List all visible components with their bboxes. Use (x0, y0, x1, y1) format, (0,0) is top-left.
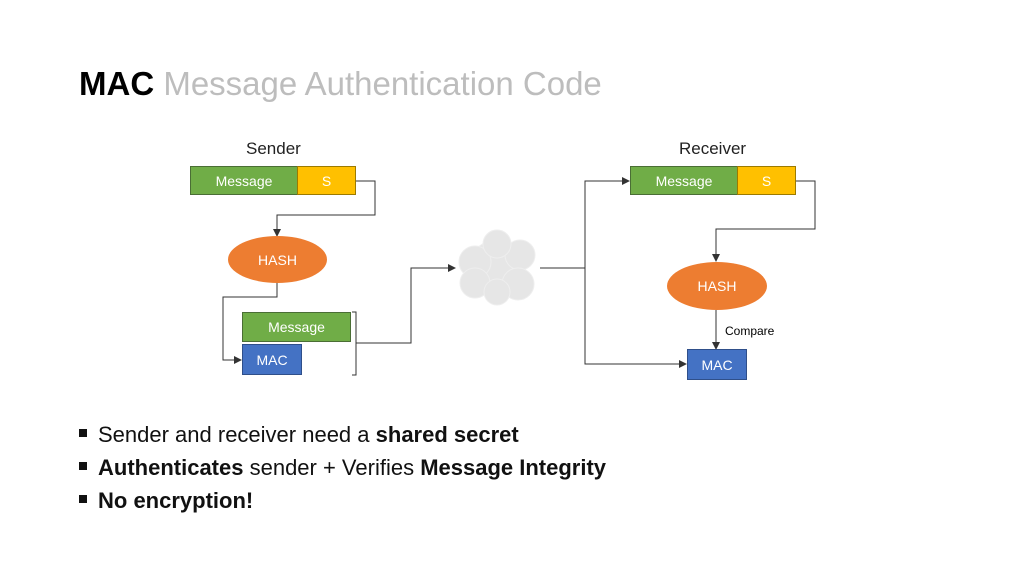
receiver-message-arrow (584, 177, 630, 268)
cloud-icon (458, 229, 536, 306)
bullet-list: Sender and receiver need a shared secret… (79, 418, 606, 517)
receiver-secret-to-hash-arrow (712, 180, 816, 262)
receiver-hash-ellipse: HASH (667, 262, 767, 310)
sender-message-box: Message (190, 166, 298, 195)
bracket-to-cloud-arrow (356, 264, 456, 344)
sender-label: Sender (246, 139, 301, 158)
bullet-emphasis: Authenticates (98, 455, 244, 480)
bullet-text: Sender and receiver need a (98, 422, 376, 447)
bullet-square-icon (79, 462, 87, 470)
bullet-text: sender + Verifies (243, 455, 421, 480)
receiver-secret-box: S (737, 166, 796, 195)
sender-output-message-box: Message (242, 312, 351, 342)
bullet-square-icon (79, 495, 87, 503)
bullet-emphasis: Message Integrity (420, 455, 607, 480)
bullet-item: Sender and receiver need a shared secret (79, 418, 606, 451)
receiver-mac-arrow (584, 268, 687, 368)
bullet-item: Authenticates sender + Verifies Message … (79, 451, 606, 484)
sender-output-mac-box: MAC (242, 344, 302, 375)
title-acronym: MAC (79, 65, 155, 102)
sender-secret-box: S (297, 166, 356, 195)
slide-title: MAC Message Authentication Code (79, 62, 602, 106)
sender-hash-ellipse: HASH (228, 236, 327, 283)
compare-label: Compare (725, 324, 775, 338)
bullet-emphasis: No encryption! (98, 488, 254, 513)
bullet-emphasis: shared secret (375, 422, 519, 447)
receiver-message-box: Message (630, 166, 738, 195)
title-expansion: Message Authentication Code (163, 65, 602, 102)
sender-hash-to-mac-arrow (222, 282, 278, 364)
bullet-item: No encryption! (79, 484, 606, 517)
sender-output-bracket (352, 311, 357, 376)
bullet-square-icon (79, 429, 87, 437)
receiver-label: Receiver (679, 139, 747, 158)
sender-secret-to-hash-arrow (273, 180, 376, 237)
receiver-mac-box: MAC (687, 349, 747, 380)
